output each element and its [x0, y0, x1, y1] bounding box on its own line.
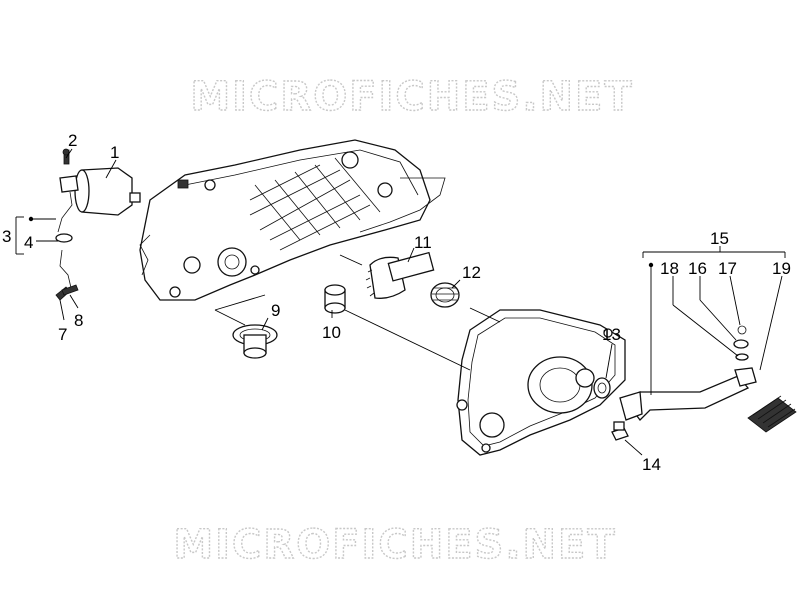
callout-16: 16 [688, 259, 707, 278]
callout-12: 12 [462, 263, 481, 282]
clamp-bolt [611, 421, 629, 441]
lever-rubber [747, 395, 797, 433]
leader-lines [15, 148, 786, 456]
callout-9: 9 [271, 301, 280, 320]
callout-10: 10 [322, 323, 341, 342]
watermark-top: MICROFICHES.NET [190, 74, 633, 120]
kickstart-sector [365, 251, 435, 299]
callout-3: 3 [2, 227, 11, 246]
callout-7: 7 [58, 325, 67, 344]
callout-11: 11 [414, 233, 432, 252]
lever-pin-parts [733, 325, 749, 361]
washer [593, 377, 611, 399]
callout-2: 2 [68, 131, 77, 150]
starter-gear [232, 324, 278, 359]
callout-14: 14 [642, 455, 661, 474]
callout-1: 1 [110, 143, 119, 162]
starter-wiring [55, 148, 79, 301]
callout-labels: 1 2 3 4 7 8 9 10 11 12 13 14 15 16 17 18… [2, 131, 791, 474]
kickstart-pinion [324, 284, 346, 314]
callout-18: 18 [660, 259, 679, 278]
transmission-cover [456, 309, 626, 456]
watermark-bottom: MICROFICHES.NET [173, 522, 616, 568]
crankcase [139, 139, 446, 301]
callout-17: 17 [718, 259, 737, 278]
starter-motor [74, 167, 189, 216]
callout-8: 8 [74, 311, 83, 330]
return-spring [430, 282, 460, 308]
callout-13: 13 [602, 325, 621, 344]
callout-15: 15 [710, 229, 729, 248]
kickstart-lever [619, 367, 757, 421]
callout-19: 19 [772, 259, 791, 278]
callout-4: 4 [24, 233, 33, 252]
